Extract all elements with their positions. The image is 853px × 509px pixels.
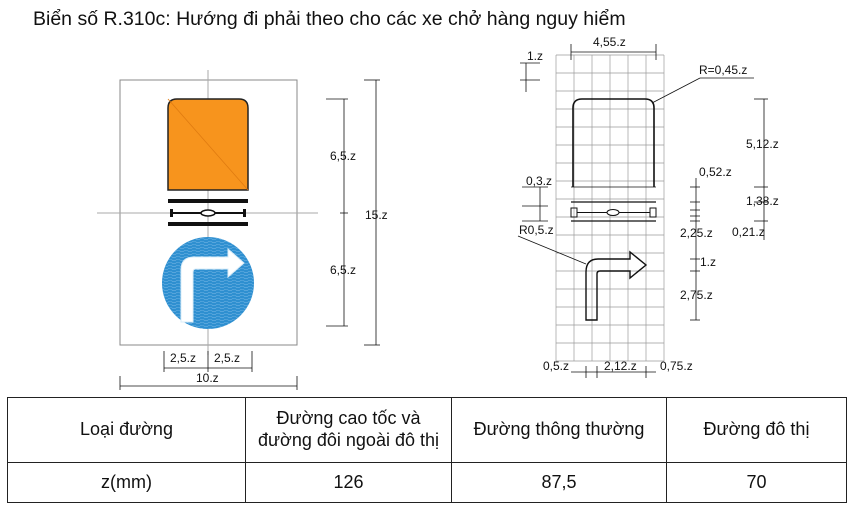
dim-arrow-radius: R0,5.z (519, 223, 554, 237)
table-cell: Đường cao tốc và đường đôi ngoài đô thị (245, 397, 452, 463)
dim-half-right: 2,5.z (214, 351, 240, 365)
table-cell: z(mm) (7, 462, 246, 503)
dim-total-height: 15.z (365, 208, 388, 222)
table-row: z(mm) 126 87,5 70 (7, 462, 847, 503)
dim-bar-width-c: 0,21.z (732, 225, 765, 239)
bar-connector (170, 209, 246, 217)
dim-corner-radius: R=0,45.z (699, 63, 747, 77)
orange-panel-diagonal (167, 98, 249, 191)
dim-bottom-left: 0,5.z (543, 359, 569, 373)
black-bar-top (168, 199, 248, 203)
dim-panel-height: 5,12.z (746, 137, 779, 151)
diagram-title: Biển số R.310c: Hướng đi phải theo cho c… (33, 8, 626, 30)
dim-arrow-top: 2,25.z (680, 226, 713, 240)
dim-grid-cell: 1.z (527, 49, 543, 63)
turn-right-arrow-icon (180, 247, 245, 323)
black-bar-bottom (168, 222, 248, 226)
dim-lower-height: 6,5.z (330, 263, 356, 277)
dim-panel-width: 4,55.z (593, 35, 626, 49)
detail-arrow-outline-icon (585, 250, 648, 321)
dim-upper-height: 6,5.z (330, 149, 356, 163)
dim-bottom-right: 0,75.z (660, 359, 693, 373)
table-header-row: Loại đường Đường cao tốc và đường đôi ng… (7, 397, 847, 463)
detail-bar-connector (570, 207, 657, 218)
sign-dimension-diagram: 6,5.z 6,5.z 15.z 2,5.z 2,5.z 10.z (97, 35, 779, 390)
dim-bar-width-a: 0,52.z (699, 165, 732, 179)
detail-grid-drawing: 4,55.z 1.z R=0,45.z 5,12.z 1,38.z 0,21.z… (517, 35, 779, 378)
sign-left-drawing: 6,5.z 6,5.z 15.z 2,5.z 2,5.z 10.z (97, 70, 388, 390)
table-cell: 126 (245, 462, 452, 503)
table-cell: Đường đô thị (666, 397, 847, 463)
grid-lines (555, 54, 665, 362)
table-cell: Đường thông thường (451, 397, 667, 463)
table-cell: 70 (666, 462, 847, 503)
dim-bar-gap: 0,3.z (526, 174, 552, 188)
dim-bottom-mid: 2,12.z (604, 359, 637, 373)
detail-panel-outline (572, 98, 655, 187)
dim-arrow-bottom: 2,75.z (680, 288, 713, 302)
dim-arrow-step: 1.z (700, 255, 716, 269)
dim-bar-width-b: 1,38.z (746, 194, 779, 208)
dim-half-left: 2,5.z (170, 351, 196, 365)
dim-total-width: 10.z (196, 371, 219, 385)
dimension-table: Loại đường Đường cao tốc và đường đôi ng… (7, 397, 847, 503)
table-cell: 87,5 (451, 462, 667, 503)
table-cell: Loại đường (7, 397, 246, 463)
